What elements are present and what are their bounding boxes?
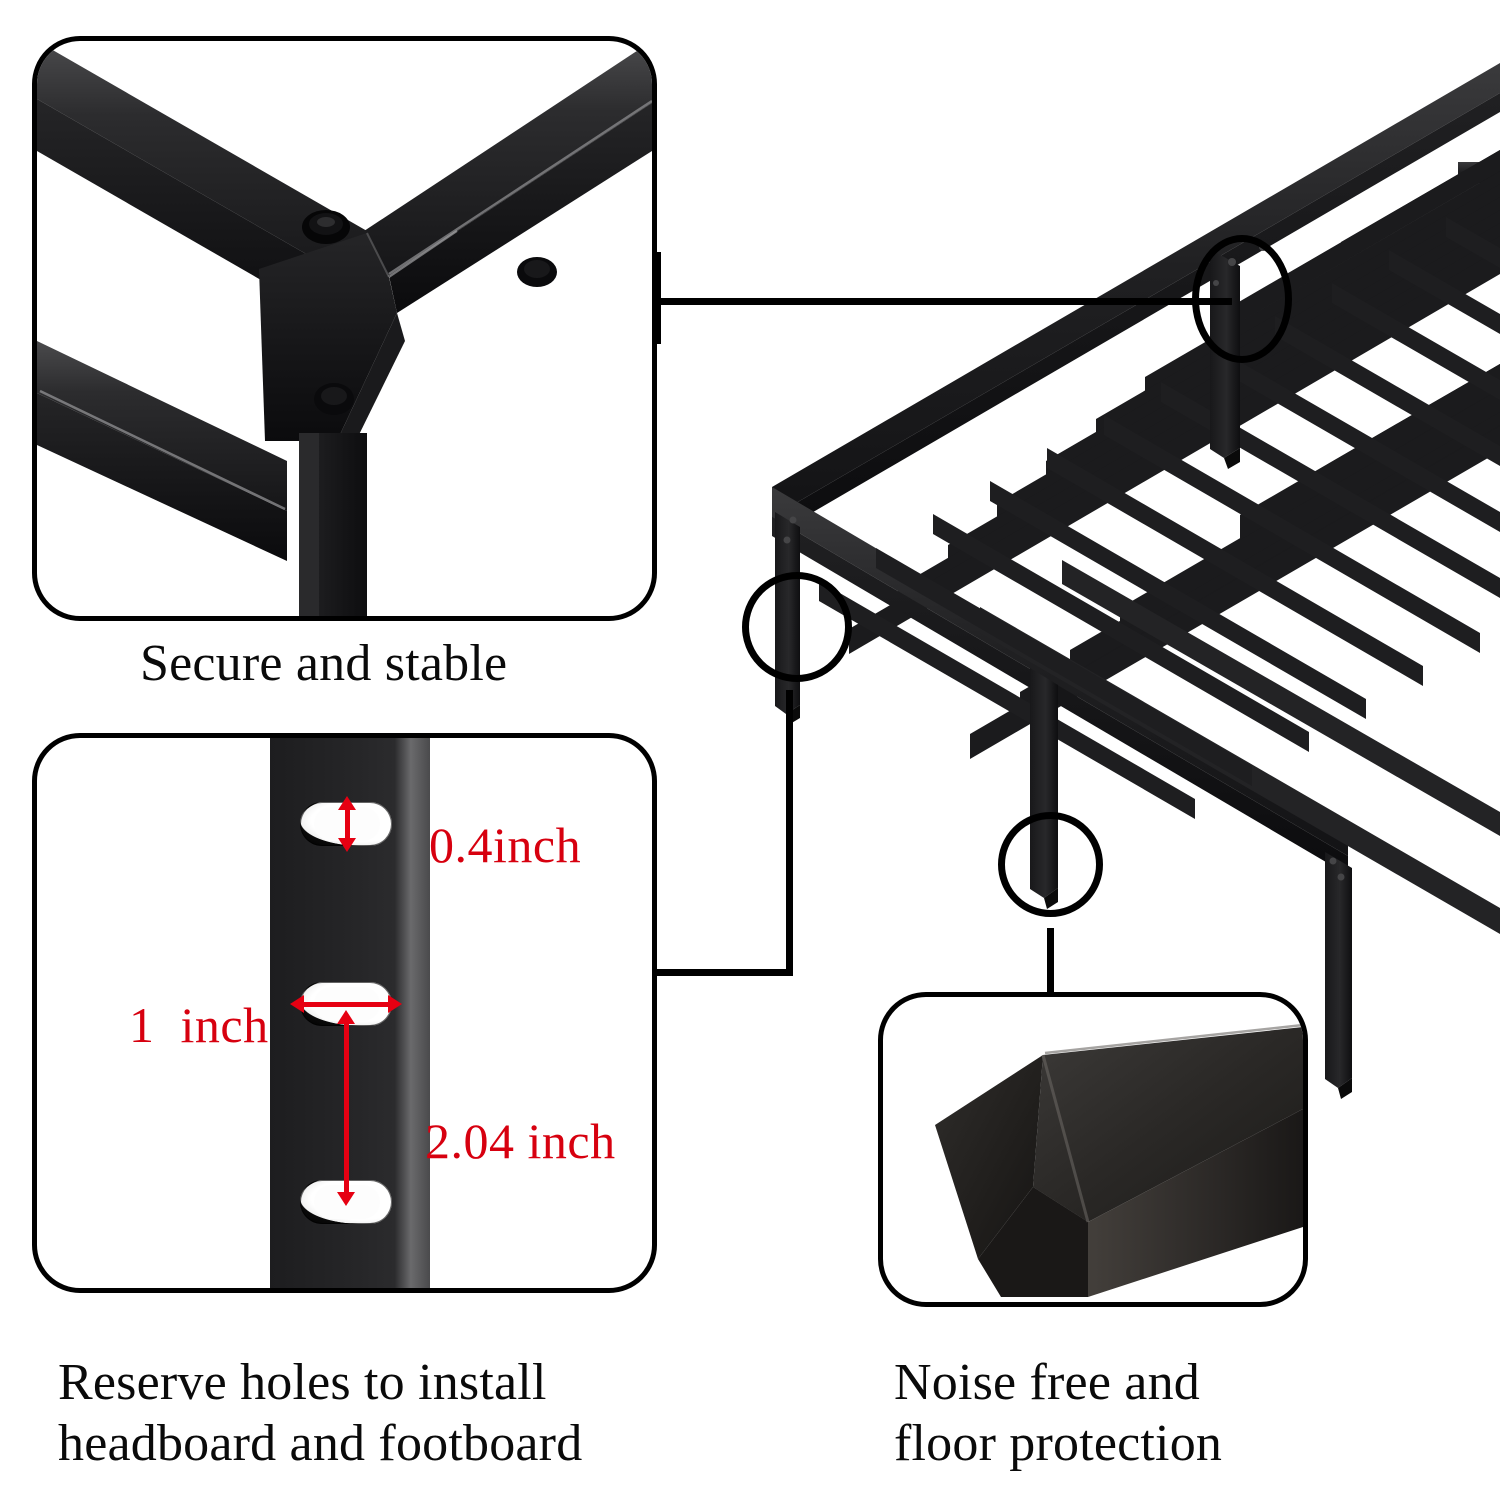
measure-label-0-4-inch: 0.4inch (429, 817, 582, 873)
foot-pad-panel (878, 992, 1308, 1307)
cap-seam (1041, 1023, 1303, 1223)
caption-secure-and-stable: Secure and stable (140, 635, 508, 692)
center-support-rail-2 (1062, 560, 1500, 836)
joint-closeup-image (37, 41, 652, 616)
bolt-holes (302, 210, 557, 415)
connector-holes-horizontal (655, 969, 793, 976)
seam-highlights (366, 230, 458, 278)
connector-foot-vertical (1047, 928, 1054, 994)
front-rail (772, 63, 1500, 536)
slotted-post (270, 738, 430, 1288)
arrow-1-inch-shaft (304, 1002, 390, 1007)
cross-slats (819, 217, 1500, 819)
measure-label-2-04-inch: 2.04 inch (425, 1113, 616, 1169)
upper-rail (355, 41, 652, 313)
bracket-plate (259, 233, 405, 455)
connector-holes-vertical (786, 690, 793, 975)
measure-label-1-inch: 1 inch (129, 997, 269, 1053)
arrow-0-4-inch-shaft (345, 808, 350, 840)
reserve-holes-panel: 0.4inch 1 inch 2.04 inch (32, 733, 657, 1293)
vertical-leg (299, 433, 367, 616)
arrow-2-04-inch-head-up (337, 1010, 355, 1024)
caption-reserve-holes: Reserve holes to install headboard and f… (58, 1354, 583, 1473)
arrow-2-04-inch-shaft (344, 1022, 349, 1194)
callout-ring-corner-leg (742, 572, 852, 682)
foot-corner-leg (1325, 852, 1352, 1099)
arrow-0-4-inch-head-up (338, 796, 356, 810)
arrow-1-inch-head-right (388, 995, 402, 1013)
joint-closeup-panel (32, 36, 657, 621)
arrow-0-4-inch-head-down (338, 838, 356, 852)
arrow-1-inch-head-left (290, 995, 304, 1013)
leg-foot-cap (935, 1027, 1303, 1297)
arrow-2-04-inch-head-down (337, 1192, 355, 1206)
foot-pad-image (935, 1023, 1303, 1297)
lower-rail (37, 341, 287, 561)
callout-ring-foot (998, 812, 1103, 917)
caption-noise-free: Noise free and floor protection (894, 1354, 1223, 1473)
connector-joint-horizontal (657, 298, 1232, 305)
